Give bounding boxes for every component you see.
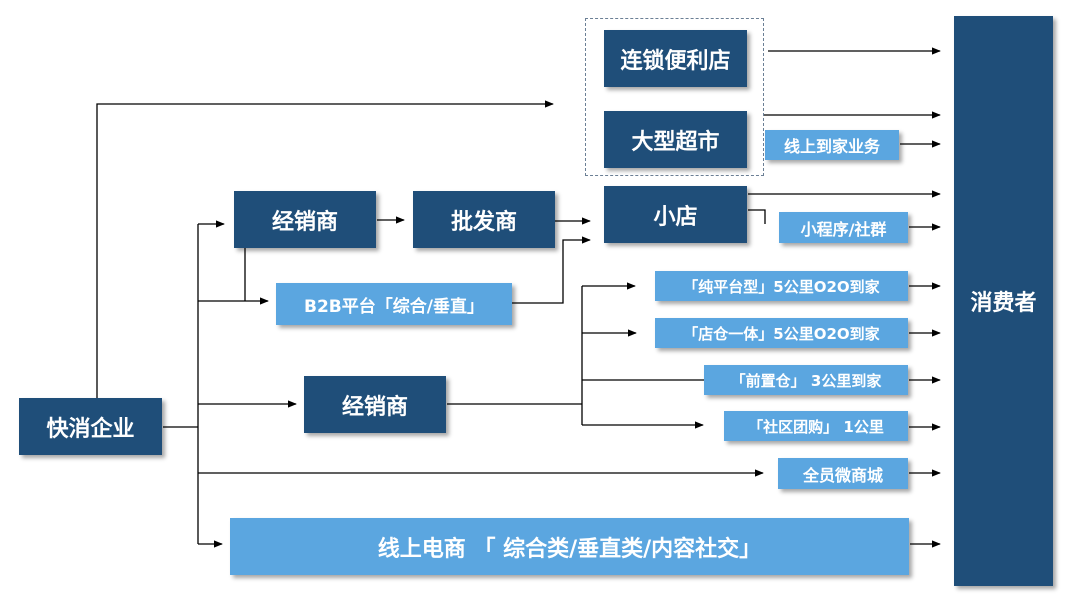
- node-small-shop: 小店: [604, 186, 747, 243]
- node-chain-store: 连锁便利店: [604, 30, 747, 87]
- edge-b2b-to-shop: [512, 236, 591, 304]
- node-platform-o2o: 「纯平台型」5公里O2O到家: [655, 271, 908, 301]
- node-distributor-mid: 经销商: [304, 376, 446, 433]
- node-source: 快消企业: [19, 398, 162, 455]
- node-ecommerce: 线上电商 「 综合类/垂直类/内容社交」: [230, 518, 909, 575]
- edge-source-to-stores: [96, 100, 554, 400]
- node-front-warehouse: 「前置仓」 3公里到家: [704, 365, 908, 395]
- node-store-warehouse: 「店仓一体」5公里O2O到家: [655, 318, 908, 348]
- node-consumer: 消费者: [954, 16, 1053, 586]
- node-online-home: 线上到家业务: [765, 130, 899, 160]
- node-community-group: 「社区团购」 1公里: [724, 411, 908, 441]
- edge-shop-to-miniprogram: [748, 209, 766, 224]
- node-miniprogram: 小程序/社群: [779, 212, 908, 243]
- node-b2b: B2B平台「综合/垂直」: [276, 283, 512, 325]
- node-staff-microstore: 全员微商城: [778, 458, 908, 489]
- node-supermarket: 大型超市: [604, 111, 747, 168]
- store-group-frame: [585, 18, 764, 176]
- node-distributor-top: 经销商: [234, 191, 376, 248]
- node-wholesaler: 批发商: [413, 191, 555, 248]
